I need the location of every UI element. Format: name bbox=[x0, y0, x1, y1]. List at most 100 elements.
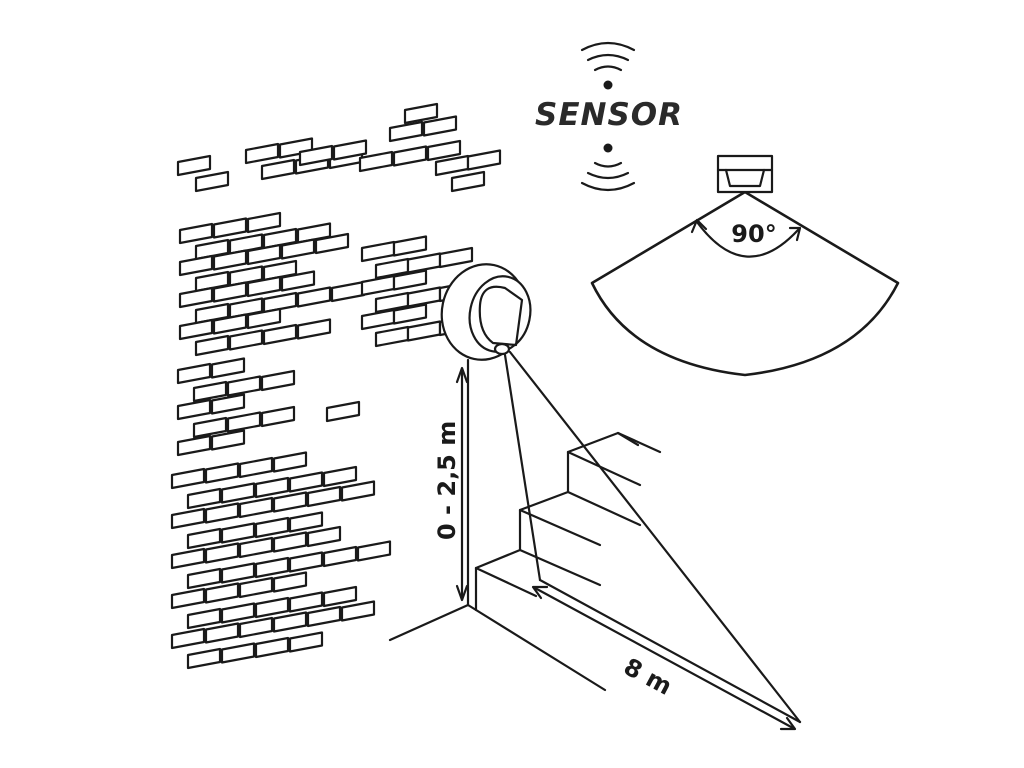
brick bbox=[262, 291, 298, 314]
brick bbox=[406, 286, 442, 308]
brick bbox=[392, 269, 428, 291]
brick bbox=[204, 542, 240, 564]
brick bbox=[254, 476, 290, 499]
brick bbox=[170, 547, 206, 570]
brick bbox=[220, 522, 256, 544]
brick bbox=[325, 400, 361, 423]
brick bbox=[204, 622, 240, 644]
brick bbox=[186, 567, 222, 590]
brick bbox=[358, 150, 394, 173]
brick bbox=[220, 602, 256, 624]
brick bbox=[332, 139, 368, 161]
brick bbox=[212, 249, 248, 271]
brick bbox=[306, 605, 342, 628]
brick bbox=[306, 525, 342, 548]
brick bbox=[296, 286, 332, 308]
brick bbox=[194, 170, 230, 193]
brick bbox=[272, 531, 308, 553]
brick bbox=[170, 467, 206, 490]
motion-sensor-lamp-icon bbox=[440, 263, 532, 361]
brick bbox=[210, 393, 246, 415]
detection-angle-label: 90° bbox=[731, 220, 776, 248]
brick bbox=[246, 275, 282, 298]
brick bbox=[176, 154, 212, 177]
brick bbox=[322, 585, 358, 608]
brick bbox=[466, 149, 502, 171]
brick bbox=[340, 600, 376, 622]
height-range-label: 0 - 2,5 m bbox=[433, 421, 461, 540]
brick bbox=[260, 405, 296, 428]
brick bbox=[170, 627, 206, 650]
brick bbox=[360, 308, 396, 331]
brick bbox=[238, 616, 274, 639]
brick bbox=[204, 502, 240, 524]
brick bbox=[280, 270, 316, 292]
brick bbox=[314, 232, 350, 255]
brick bbox=[272, 491, 308, 513]
brick-wall bbox=[170, 102, 502, 670]
detection-angle-fan bbox=[590, 154, 900, 377]
brick bbox=[220, 562, 256, 584]
brick bbox=[356, 540, 392, 562]
brick bbox=[426, 139, 462, 162]
brick bbox=[186, 647, 222, 670]
brick bbox=[392, 235, 428, 257]
brick bbox=[392, 145, 428, 167]
brick bbox=[450, 170, 486, 193]
brick bbox=[178, 254, 214, 277]
brick bbox=[178, 318, 214, 341]
brick bbox=[288, 551, 324, 573]
brick bbox=[246, 211, 282, 234]
brick bbox=[340, 480, 376, 502]
brick bbox=[212, 313, 248, 335]
brick bbox=[226, 411, 262, 433]
brick bbox=[212, 281, 248, 303]
brick bbox=[228, 329, 264, 351]
brick bbox=[254, 636, 290, 659]
brick bbox=[272, 451, 308, 473]
brick bbox=[322, 465, 358, 488]
brick bbox=[192, 416, 228, 439]
brick bbox=[438, 246, 474, 269]
sensor-brand-label: SENSOR bbox=[535, 97, 683, 133]
brick bbox=[403, 102, 439, 125]
brick bbox=[186, 527, 222, 550]
brick bbox=[238, 576, 274, 599]
brick bbox=[204, 462, 240, 484]
wifi-waves-top-icon bbox=[580, 41, 636, 90]
brick bbox=[226, 375, 262, 397]
brick bbox=[288, 511, 324, 533]
brick bbox=[422, 115, 458, 137]
brick bbox=[288, 591, 324, 613]
height-dimension-arrow bbox=[455, 366, 469, 602]
brick bbox=[330, 280, 366, 303]
detection-beam bbox=[503, 350, 802, 724]
brick bbox=[322, 545, 358, 568]
brick bbox=[212, 217, 248, 239]
brick bbox=[210, 429, 246, 451]
brick bbox=[192, 380, 228, 403]
brick bbox=[238, 456, 274, 479]
brick bbox=[434, 154, 470, 177]
brick bbox=[260, 158, 296, 181]
wall-and-stairs bbox=[388, 358, 662, 692]
brick bbox=[272, 571, 308, 593]
brick bbox=[186, 487, 222, 510]
brick bbox=[306, 485, 342, 508]
brick bbox=[210, 357, 246, 379]
brick bbox=[178, 286, 214, 309]
brick bbox=[220, 642, 256, 664]
brick bbox=[360, 240, 396, 263]
brick bbox=[204, 582, 240, 604]
brick bbox=[406, 320, 442, 342]
brick bbox=[246, 243, 282, 266]
wifi-waves-bottom-icon bbox=[580, 143, 636, 192]
brick bbox=[262, 323, 298, 346]
distance-dimension-arrow bbox=[531, 585, 797, 731]
brick bbox=[388, 120, 424, 143]
brick bbox=[298, 144, 334, 167]
brick bbox=[170, 507, 206, 530]
brick bbox=[176, 434, 212, 457]
brick bbox=[288, 471, 324, 493]
